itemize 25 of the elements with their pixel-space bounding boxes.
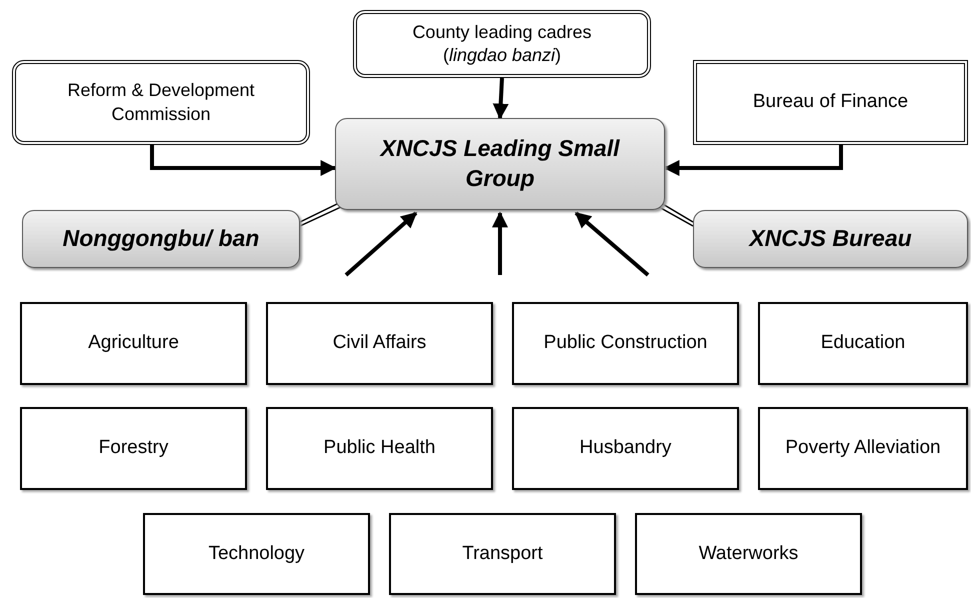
double-line [658, 202, 694, 227]
office-box: Bureau of Finance [693, 60, 968, 145]
arrow [150, 145, 337, 176]
department-box: Husbandry [512, 407, 739, 490]
department-box: Agriculture [20, 302, 247, 385]
department-box: Forestry [20, 407, 247, 490]
group-box: XNCJS Bureau [693, 210, 968, 268]
arrow [663, 145, 843, 176]
department-box: Education [758, 302, 968, 385]
arrow [492, 211, 508, 275]
department-box: Civil Affairs [266, 302, 493, 385]
department-box: Waterworks [635, 513, 862, 595]
arrow [574, 211, 650, 277]
department-box: Technology [143, 513, 370, 595]
department-box: Poverty Alleviation [758, 407, 968, 490]
arrow [344, 212, 418, 276]
office-box: Reform & Development Commission [12, 60, 310, 145]
arrow [492, 78, 509, 120]
department-box: Transport [389, 513, 616, 595]
double-line [299, 202, 342, 227]
department-box: Public Health [266, 407, 493, 490]
office-box: County leading cadres (lingdao banzi) [353, 10, 651, 78]
group-box: Nonggongbu/ ban [22, 210, 300, 268]
group-box: XNCJS Leading Small Group [335, 118, 665, 210]
department-box: Public Construction [512, 302, 739, 385]
